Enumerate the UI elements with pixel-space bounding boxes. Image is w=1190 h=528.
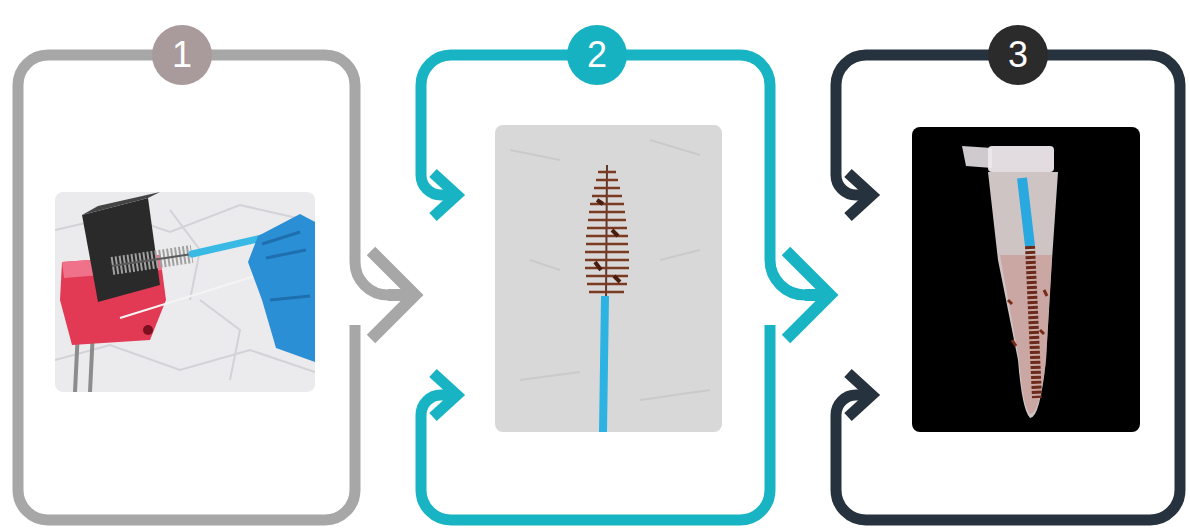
brush-handle	[192, 238, 262, 254]
step-frame: 3	[830, 25, 1186, 528]
paper-texture	[510, 140, 710, 400]
sample-speck	[1008, 290, 1047, 346]
frame-line	[421, 325, 770, 520]
frame-outline	[12, 25, 388, 528]
sample-clump	[595, 200, 620, 282]
photo-brush	[495, 125, 722, 432]
tube-cap	[988, 146, 1054, 172]
brush-wire	[112, 254, 192, 266]
brush-bristles	[112, 254, 192, 266]
frame-line	[433, 173, 457, 217]
frame-outline	[830, 25, 1186, 528]
frame-line	[848, 173, 872, 217]
step-frame: 2	[415, 25, 805, 528]
frame-line	[433, 373, 457, 417]
sample-bristles	[585, 172, 629, 292]
holder-hole	[143, 325, 153, 335]
glove-fold	[262, 232, 310, 300]
step-frame: 1	[12, 25, 388, 528]
sample-bristles	[1030, 246, 1037, 398]
photo-brushing	[55, 192, 315, 392]
step-number: 1	[152, 25, 212, 85]
foam-block	[82, 198, 160, 302]
tube-body	[988, 172, 1058, 418]
step-badge	[567, 25, 627, 85]
brush-handle	[1022, 178, 1030, 246]
frame-line	[18, 55, 388, 520]
paper-background	[495, 125, 722, 432]
foil-background	[55, 192, 315, 392]
tube-liquid	[1000, 255, 1052, 414]
frame-line	[848, 373, 872, 417]
brush-wire	[606, 165, 607, 300]
step-number: 2	[567, 25, 627, 85]
step-number: 3	[988, 25, 1048, 85]
flow-arrow	[371, 251, 415, 339]
flow-arrow	[786, 251, 830, 339]
black-background	[912, 127, 1140, 432]
frame-outline	[415, 25, 805, 528]
step-badge	[988, 25, 1048, 85]
step-badge	[152, 25, 212, 85]
tube-lid	[962, 146, 992, 168]
foam-block-top	[82, 192, 160, 215]
photo-tube	[912, 127, 1140, 432]
frame-line	[421, 55, 805, 295]
brush-handle	[603, 296, 605, 432]
blue-glove	[248, 214, 315, 362]
frame-line	[836, 55, 1180, 520]
